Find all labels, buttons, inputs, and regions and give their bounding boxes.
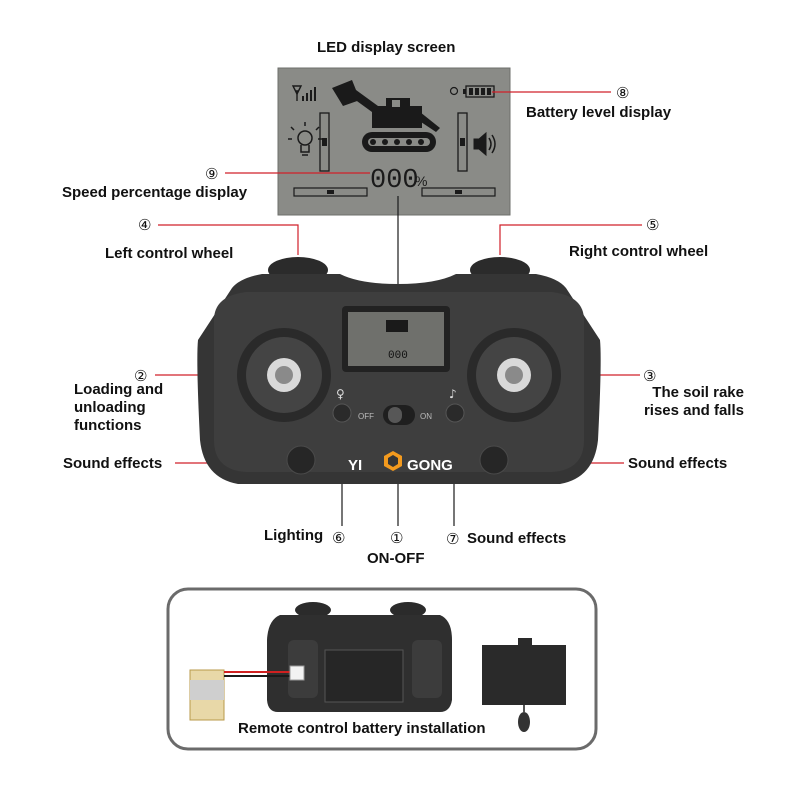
right-level-bar [457,112,468,172]
signal-icon [291,85,316,101]
right-joystick[interactable] [467,328,561,422]
callout-number-6: ⑥ [332,529,346,547]
lighting-button-icon: ♀ [336,387,345,401]
sound-button-icon: ♪ [449,387,457,401]
switch-off-label: OFF [358,412,374,421]
left-sound-button[interactable] [286,445,316,475]
mini-lcd-speed: 000 [388,350,408,362]
excavator-icon [332,80,440,152]
callout-number-2: ② [134,367,148,385]
callout-number-4: ④ [138,216,152,234]
brand-gong: GONG [407,457,453,474]
right-wheel-label: Right control wheel [569,243,709,260]
soil-rake-label: The soil rake rises and falls [643,384,744,419]
led-display-title: LED display screen [317,39,456,56]
callout-number-9: ⑨ [205,165,219,183]
loading-label: Loading and unloading functions [74,381,164,434]
lighting-button[interactable] [332,403,352,423]
on-off-label: ON-OFF [367,550,425,567]
battery-level-label: Battery level display [526,104,672,121]
lightbulb-icon [288,122,322,156]
sound-effects-bottom-label: Sound effects [467,530,567,547]
switch-on-label: ON [420,412,432,421]
battery-install-panel [166,587,598,751]
bottom-level-bars [293,187,496,197]
controller: 000 ♀ ♪ OFF ON [197,257,601,484]
left-level-bar [319,112,330,172]
left-joystick[interactable] [237,328,331,422]
right-sound-button[interactable] [479,445,509,475]
callout-number-8: ⑧ [616,84,630,102]
sound-effects-right-label: Sound effects [628,455,728,472]
sound-effects-left-label: Sound effects [63,455,163,472]
callout-number-7: ⑦ [446,530,460,548]
callout-number-3: ③ [643,367,657,385]
left-wheel-label: Left control wheel [105,245,234,262]
power-switch[interactable] [383,405,415,425]
callout-number-1: ① [390,529,404,547]
sound-button-small[interactable] [445,403,465,423]
lcd-speed-value: 000 [370,166,419,196]
brand-logo-icon [384,451,402,471]
speed-percentage-label: Speed percentage display [62,184,248,201]
lcd-display: 000 % [277,67,511,216]
lcd-speed-unit: % [415,173,427,189]
lighting-label: Lighting [264,527,324,544]
callout-number-5: ⑤ [646,216,660,234]
battery-install-label: Remote control battery installation [238,720,486,737]
brand-yi: YI [348,457,362,474]
speaker-icon [473,131,496,157]
